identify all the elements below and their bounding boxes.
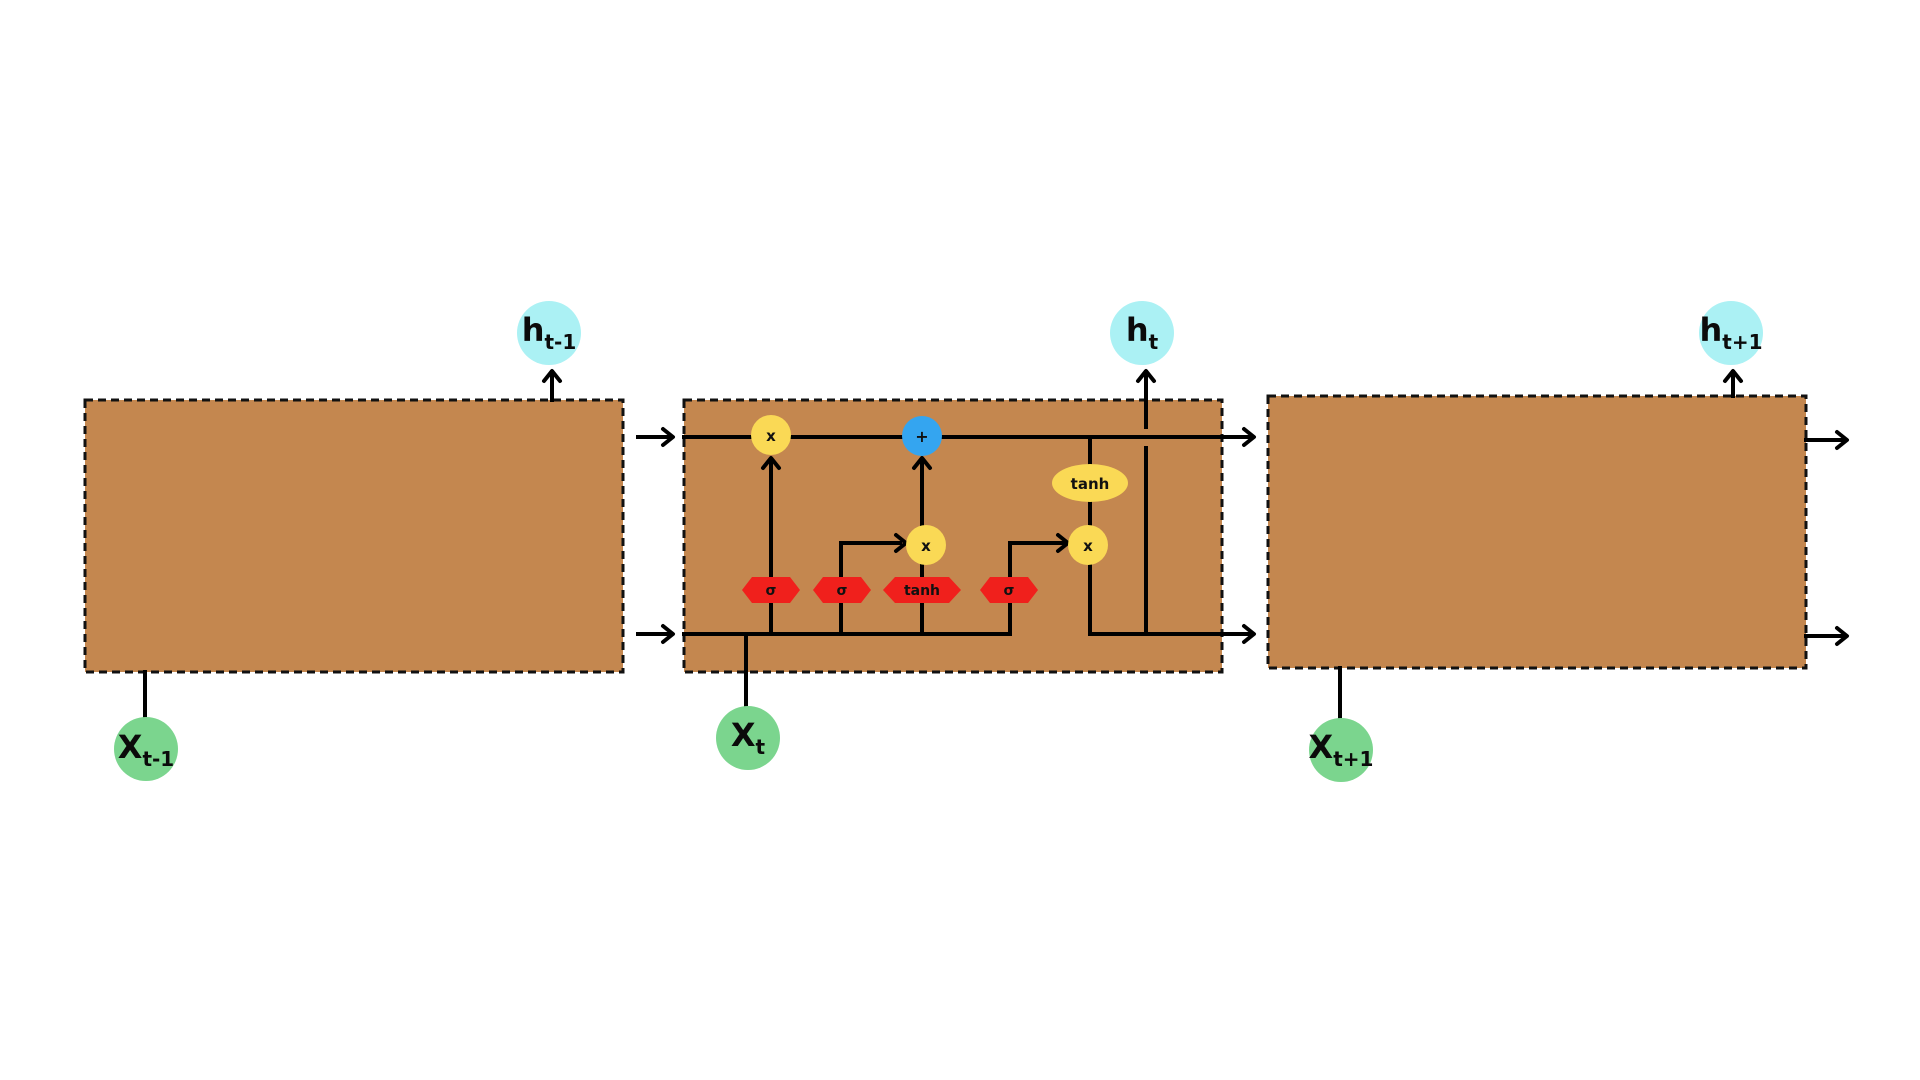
input-prev-node: Xt-1 [114, 717, 178, 781]
input-prev-subscript: t-1 [142, 747, 174, 771]
cell-add-symbol: + [915, 427, 928, 446]
input-prev-base: X [118, 728, 143, 766]
svg-text:Xt: Xt [731, 716, 766, 759]
candidate-gate-label: tanh [904, 583, 940, 599]
input-multiply-symbol: x [921, 537, 931, 555]
hidden-state-next-base: h [1699, 311, 1722, 349]
hidden-state-current-base: h [1126, 311, 1149, 349]
state-arrows-into-current-cell [636, 427, 675, 644]
hidden-state-prev-node: ht-1 [517, 301, 581, 365]
svg-text:ht+1: ht+1 [1699, 311, 1762, 354]
hidden-state-next-node: ht+1 [1699, 301, 1763, 365]
forget-multiply-symbol: x [766, 427, 776, 445]
input-current-node: Xt [716, 706, 780, 770]
input-next-subscript: t+1 [1333, 747, 1373, 771]
hidden-state-prev-subscript: t-1 [545, 330, 577, 354]
forget-gate: σ [742, 577, 800, 603]
previous-cell-connectors [143, 369, 562, 720]
cell-tanh-label: tanh [1071, 475, 1110, 493]
cell-tanh-node: tanh [1052, 464, 1128, 502]
input-current-base: X [731, 716, 756, 754]
hidden-state-next-subscript: t+1 [1722, 330, 1762, 354]
output-multiply-node: x [1068, 525, 1108, 565]
forget-multiply-node: x [751, 415, 791, 455]
hidden-state-current-node: ht [1110, 301, 1174, 365]
cell-box-next [1266, 394, 1808, 670]
input-gate-label: σ [837, 583, 848, 599]
input-gate: σ [813, 577, 871, 603]
input-next-base: X [1309, 728, 1334, 766]
hidden-state-prev-base: h [522, 311, 545, 349]
svg-text:Xt+1: Xt+1 [1309, 728, 1374, 771]
input-multiply-node: x [906, 525, 946, 565]
svg-text:Xt-1: Xt-1 [118, 728, 174, 771]
output-gate-label: σ [1004, 583, 1015, 599]
candidate-gate: tanh [883, 577, 961, 603]
cell-add-node: + [902, 416, 942, 456]
output-multiply-symbol: x [1083, 537, 1093, 555]
svg-text:ht: ht [1126, 311, 1159, 354]
output-gate: σ [980, 577, 1038, 603]
input-current-subscript: t [756, 735, 766, 759]
hidden-state-current-subscript: t [1149, 330, 1159, 354]
cell-box-previous [83, 398, 625, 674]
svg-text:ht-1: ht-1 [522, 311, 577, 354]
next-cell-connectors [1338, 369, 1849, 720]
forget-gate-label: σ [766, 583, 777, 599]
input-next-node: Xt+1 [1309, 718, 1374, 782]
